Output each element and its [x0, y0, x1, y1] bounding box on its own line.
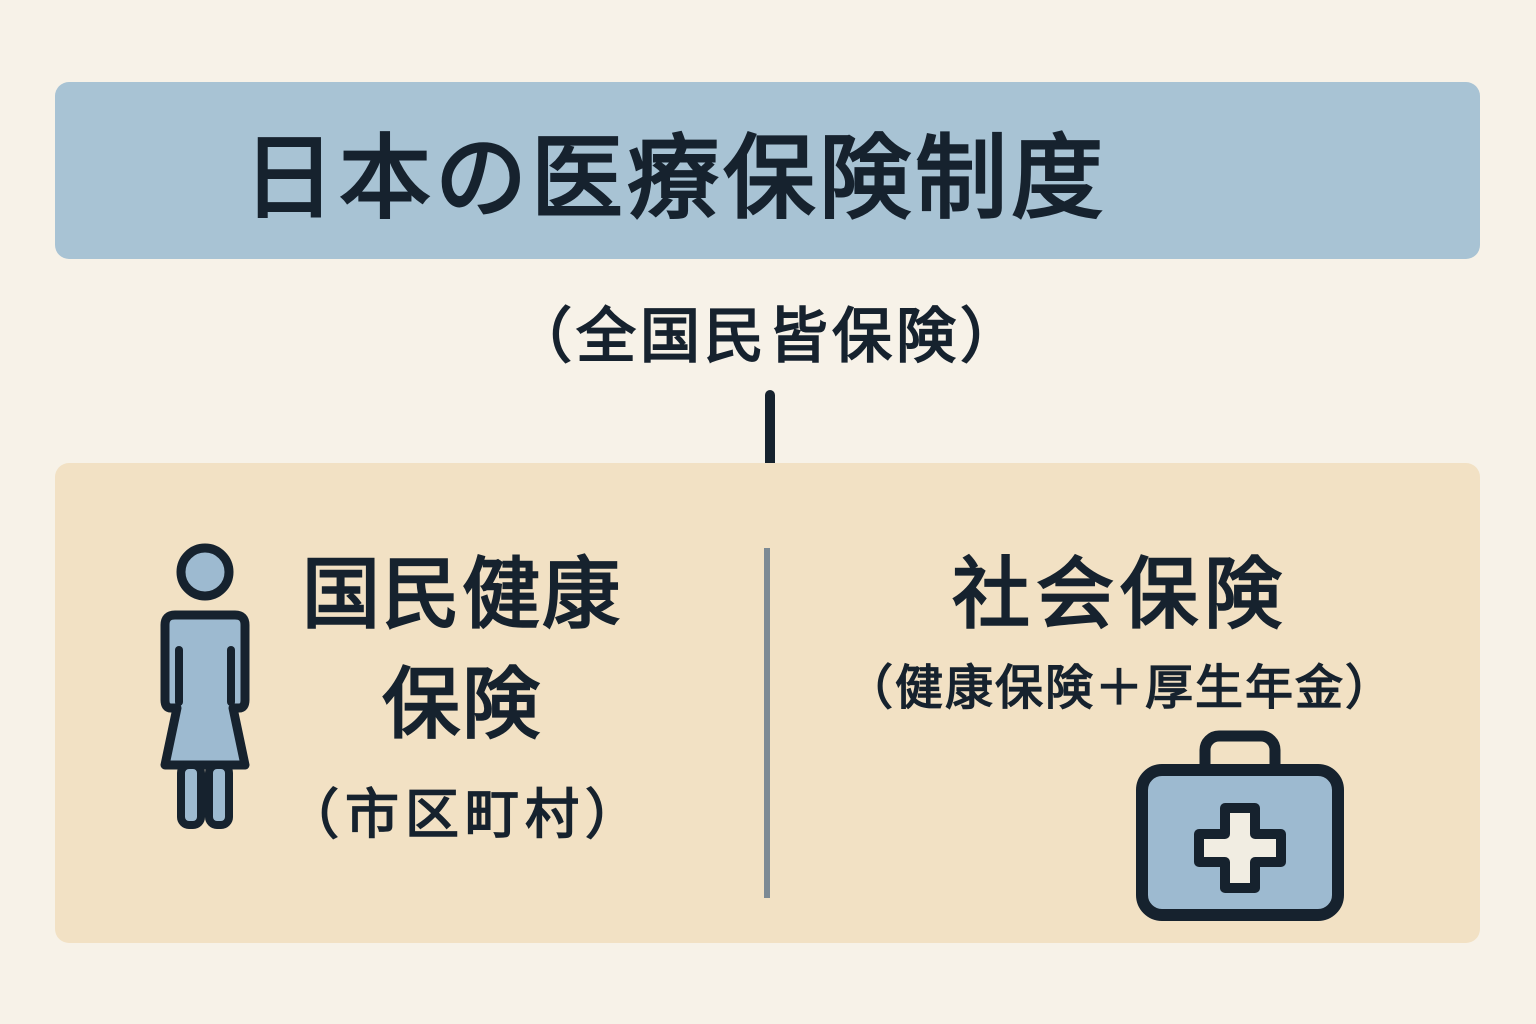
social-insurance-title: 社会保険	[951, 550, 1288, 640]
nhi-title-line2: 保険	[381, 660, 542, 750]
nhi-title: 国民健康 保険	[262, 540, 662, 760]
person-icon	[160, 543, 250, 829]
branch-divider	[764, 548, 770, 898]
medical-kit-icon	[1136, 730, 1344, 921]
page-subtitle: （全国民皆保険）	[512, 302, 1024, 372]
nhi-title-line1: 国民健康	[301, 550, 622, 640]
page-title: 日本の医療保険制度	[243, 125, 1108, 232]
title-box: 日本の医療保険制度	[55, 82, 1480, 259]
social-insurance-subtitle: （健康保険＋厚生年金）	[844, 660, 1395, 716]
nhi-subtitle: （市区町村）	[285, 783, 645, 846]
